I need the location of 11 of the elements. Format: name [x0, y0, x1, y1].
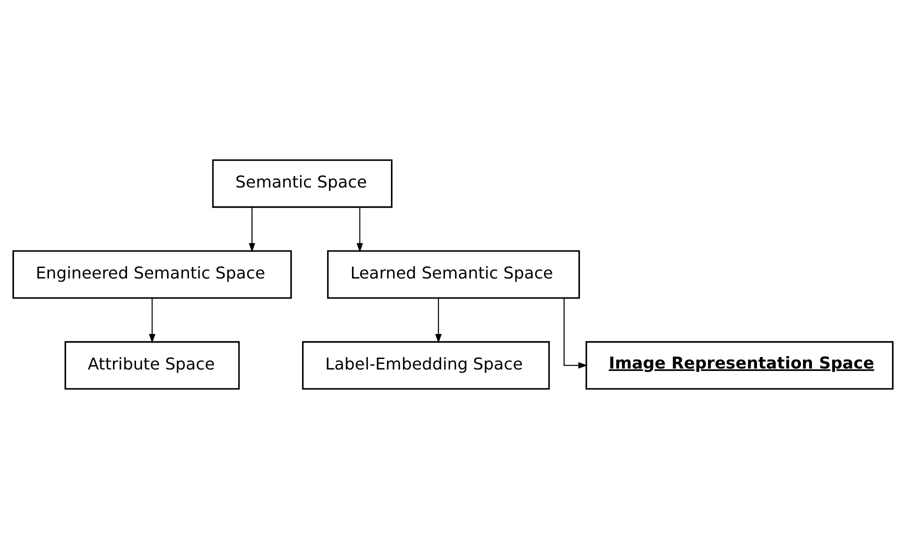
arrow [435, 298, 442, 344]
arrow [564, 298, 588, 369]
arrow [148, 298, 156, 344]
node-box: Label-Embedding Space [302, 341, 550, 390]
arrow [248, 207, 256, 252]
node-box: Semantic Space [212, 159, 392, 208]
node-box: Image Representation Space [586, 341, 894, 390]
arrow [356, 207, 363, 252]
node-box: Learned Semantic Space [327, 250, 580, 299]
node-box: Engineered Semantic Space [12, 250, 292, 299]
node-box: Attribute Space [64, 341, 240, 390]
